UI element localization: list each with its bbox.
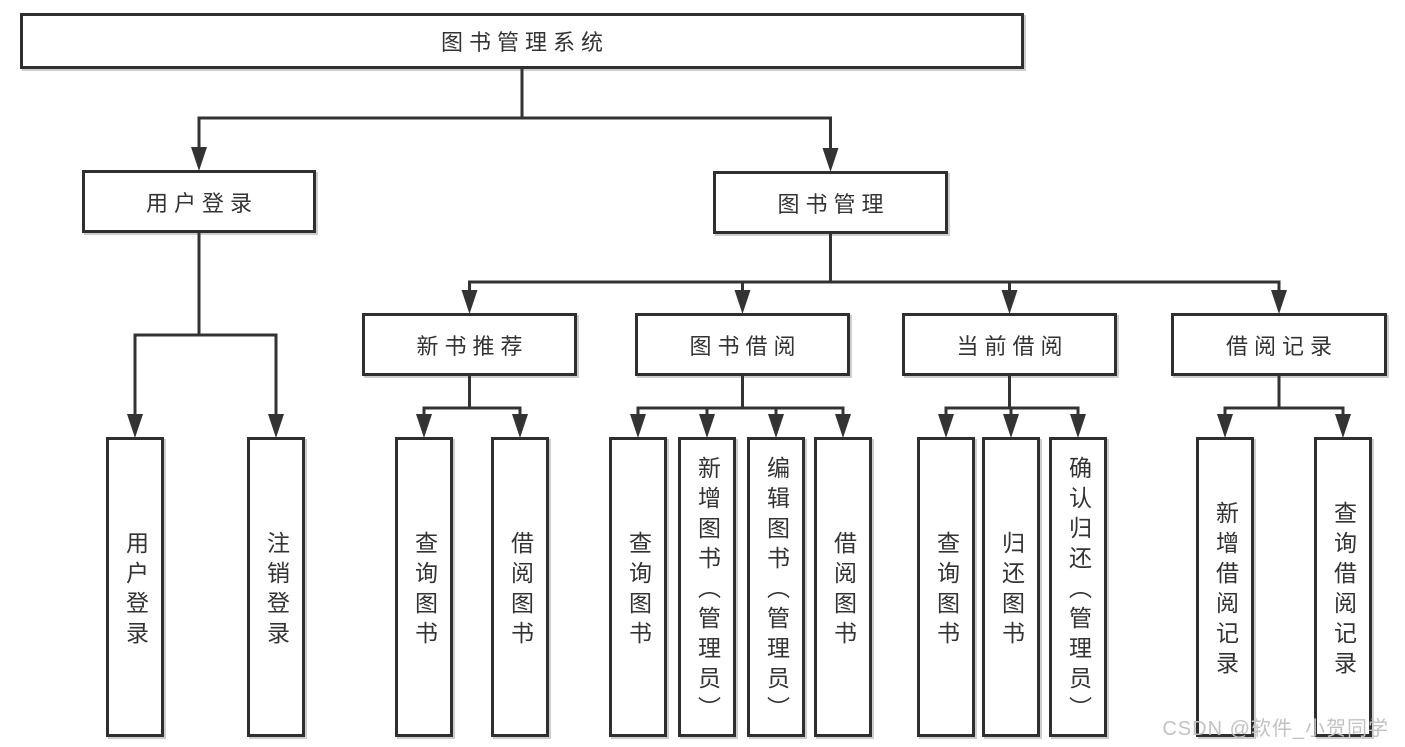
node-label-leaf-user-login: 用户登录 — [122, 530, 149, 651]
node-leaf-cb-return: 归还图书 — [982, 437, 1040, 737]
node-new-book-rec: 新书推荐 — [362, 313, 577, 376]
node-label-leaf-rec-borrow: 借阅图书 — [507, 530, 534, 651]
node-root: 图书管理系统 — [20, 13, 1024, 69]
arrowhead-icon — [1001, 290, 1018, 314]
arrowhead-icon — [127, 414, 143, 438]
node-label-leaf-rec-query: 查询图书 — [411, 530, 438, 651]
arrowhead-icon — [1335, 414, 1351, 438]
node-leaf-logout: 注销登录 — [247, 437, 305, 737]
node-label-book-borrow: 图书借阅 — [689, 333, 802, 359]
node-leaf-br-query: 查询借阅记录 — [1314, 437, 1372, 737]
arrowhead-icon — [938, 414, 954, 438]
arrowhead-icon — [512, 414, 528, 438]
arrowhead-icon — [835, 414, 851, 438]
node-label-leaf-bb-add: 新增图书（管理员） — [694, 455, 721, 726]
node-label-leaf-bb-query: 查询图书 — [625, 530, 652, 651]
node-leaf-bb-add: 新增图书（管理员） — [678, 437, 736, 737]
node-current-borrow: 当前借阅 — [902, 313, 1117, 376]
node-label-leaf-br-add: 新增借阅记录 — [1212, 500, 1239, 681]
node-label-current-borrow: 当前借阅 — [956, 333, 1069, 359]
node-label-user-login: 用户登录 — [145, 190, 258, 216]
arrowhead-icon — [416, 414, 432, 438]
node-leaf-bb-borrow: 借阅图书 — [814, 437, 872, 737]
node-label-leaf-logout: 注销登录 — [263, 530, 290, 651]
arrowhead-icon — [734, 290, 751, 314]
node-leaf-bb-query: 查询图书 — [609, 437, 667, 737]
node-leaf-cb-query: 查询图书 — [917, 437, 975, 737]
arrowhead-icon — [1271, 290, 1287, 314]
node-leaf-rec-borrow: 借阅图书 — [491, 437, 549, 737]
node-leaf-bb-edit: 编辑图书（管理员） — [747, 437, 805, 737]
arrowhead-icon — [699, 414, 715, 438]
node-label-leaf-bb-borrow: 借阅图书 — [830, 530, 857, 651]
arrowhead-icon — [191, 147, 207, 171]
arrowhead-icon — [1070, 414, 1086, 438]
arrowhead-icon — [461, 290, 478, 314]
node-leaf-user-login: 用户登录 — [106, 437, 164, 737]
node-user-login: 用户登录 — [82, 170, 316, 233]
node-book-borrow: 图书借阅 — [635, 313, 850, 376]
arrowhead-icon — [768, 414, 784, 438]
node-label-leaf-bb-edit: 编辑图书（管理员） — [763, 455, 790, 726]
node-leaf-cb-confirm: 确认归还（管理员） — [1049, 437, 1107, 737]
arrowhead-icon — [630, 414, 646, 438]
node-leaf-rec-query: 查询图书 — [395, 437, 453, 737]
node-label-new-book-rec: 新书推荐 — [416, 333, 529, 359]
node-book-mgmt: 图书管理 — [713, 171, 948, 234]
node-label-leaf-cb-return: 归还图书 — [998, 530, 1025, 651]
arrowhead-icon — [1003, 414, 1019, 438]
node-label-leaf-br-query: 查询借阅记录 — [1330, 500, 1357, 681]
arrowhead-icon — [1217, 414, 1233, 438]
node-label-book-mgmt: 图书管理 — [777, 191, 890, 217]
watermark: CSDN @软件_小贺同学 — [1162, 718, 1389, 740]
arrowhead-icon — [268, 414, 284, 438]
node-borrow-record: 借阅记录 — [1171, 313, 1387, 376]
node-label-borrow-record: 借阅记录 — [1225, 333, 1338, 359]
node-label-root: 图书管理系统 — [440, 30, 609, 55]
node-leaf-br-add: 新增借阅记录 — [1196, 437, 1254, 737]
arrowhead-icon — [822, 148, 839, 172]
node-label-leaf-cb-confirm: 确认归还（管理员） — [1065, 455, 1092, 726]
node-label-leaf-cb-query: 查询图书 — [933, 530, 960, 651]
